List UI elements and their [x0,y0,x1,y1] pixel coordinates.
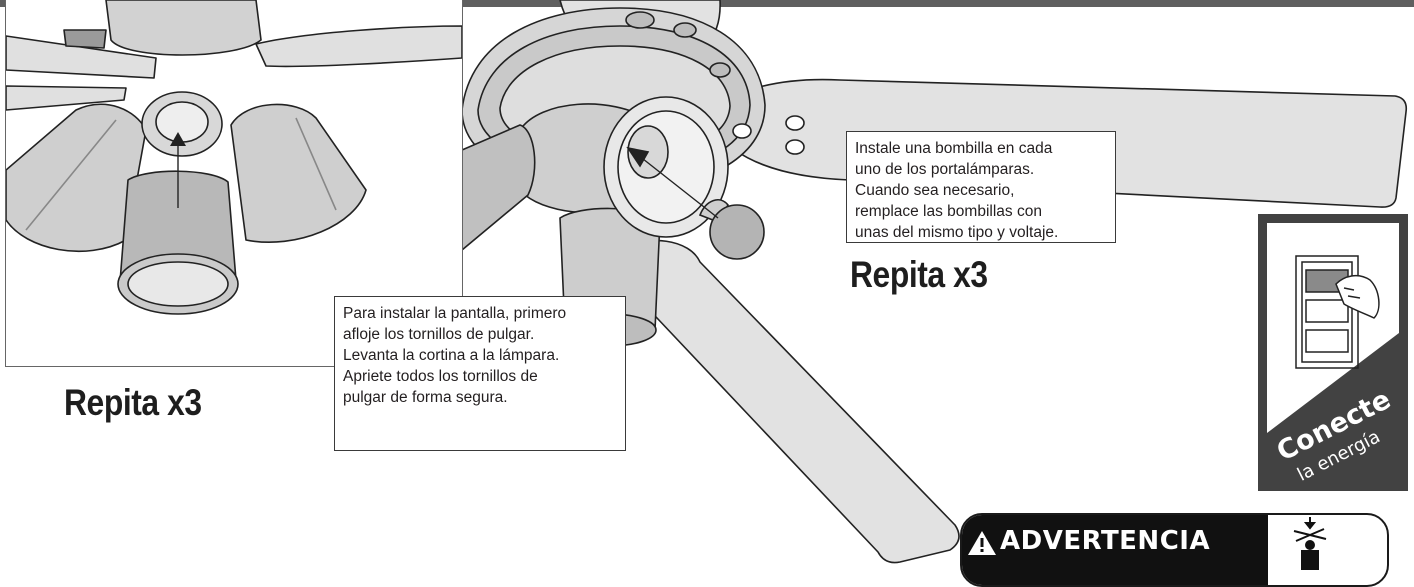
repeat-shades-label: Repita x3 [64,382,202,423]
shade-instructions-callout: Para instalar la pantalla, primero afloj… [334,296,626,451]
warning-label-block: ADVERTENCIA [962,515,1268,585]
warning-triangle-icon [968,531,996,555]
bulb-instructions-callout: Instale una bombilla en cada uno de los … [846,131,1116,243]
ceiling-fan-illustration [461,0,1408,564]
wall-switch-icon [1295,255,1380,369]
repeat-bulbs-label: Repita x3 [850,254,988,295]
power-on-badge: Conecte la energía [1258,214,1408,491]
light-kit-illustration [6,0,462,315]
warning-label: ADVERTENCIA [1000,526,1211,556]
warning-banner: ADVERTENCIA [960,513,1389,587]
hazard-person-icon [1293,517,1327,570]
